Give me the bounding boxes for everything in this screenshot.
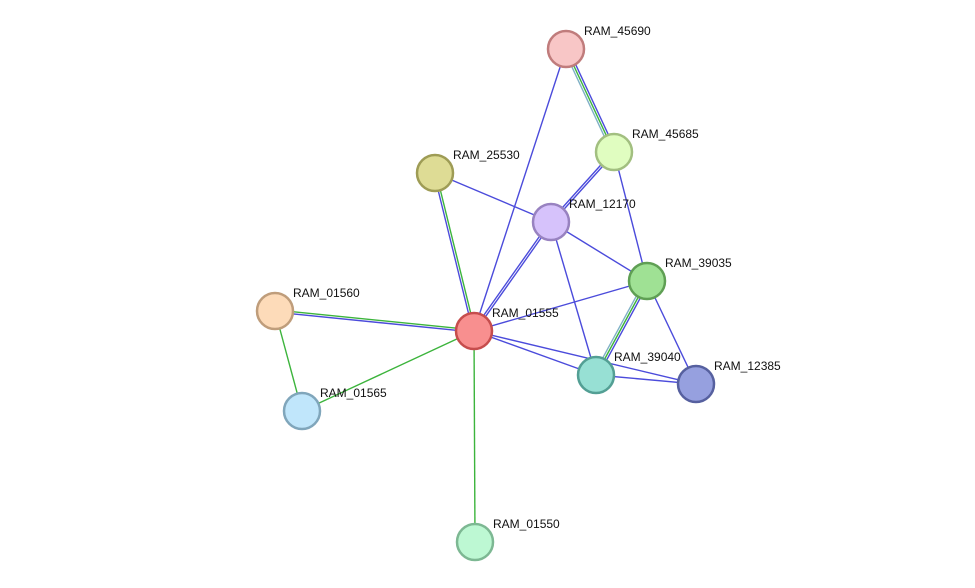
- node-label-ram-45685: RAM_45685: [632, 127, 699, 141]
- node-circle-ram-12385[interactable]: [676, 364, 716, 404]
- edge-line: [473, 330, 476, 543]
- edge-line: [472, 220, 551, 331]
- node-label-ram-25530: RAM_25530: [453, 148, 520, 162]
- node-label-ram-39035: RAM_39035: [665, 256, 732, 270]
- edge-line: [435, 172, 476, 331]
- node-circle-ram-39035[interactable]: [627, 261, 667, 301]
- node-ram-45685[interactable]: RAM_45685: [594, 127, 699, 172]
- edge-line: [434, 172, 552, 223]
- node-label-ram-01550: RAM_01550: [493, 517, 560, 531]
- node-ram-12170[interactable]: RAM_12170: [531, 197, 636, 242]
- edge-line: [473, 280, 648, 332]
- node-circle-ram-45690[interactable]: [546, 29, 586, 69]
- node-label-ram-39040: RAM_39040: [614, 350, 681, 364]
- edge-line: [473, 330, 597, 376]
- node-ram-01550[interactable]: RAM_01550: [455, 517, 560, 562]
- node-label-ram-12170: RAM_12170: [569, 197, 636, 211]
- nodes-layer: RAM_01555 RAM_45690RAM_45685RAM_25530RAM_…: [255, 24, 781, 562]
- edge-ram-12170-ram-01555[interactable]: [472, 220, 553, 333]
- node-ram-12385[interactable]: RAM_12385: [676, 359, 781, 404]
- edge-line: [613, 151, 648, 282]
- edge-ram-01560-ram-01555[interactable]: [274, 309, 475, 333]
- node-ram-39040[interactable]: RAM_39040: [576, 350, 681, 395]
- edge-ram-39035-ram-01555[interactable]: [473, 280, 648, 332]
- node-ram-39035[interactable]: RAM_39035: [627, 256, 732, 301]
- node-label-ram-01560: RAM_01560: [293, 286, 360, 300]
- node-circle-ram-45685[interactable]: [594, 132, 634, 172]
- edge-ram-01555-ram-12385[interactable]: [473, 330, 697, 385]
- edge-ram-01555-ram-39040[interactable]: [473, 330, 597, 376]
- edge-line: [275, 309, 475, 331]
- node-circle-ram-39040[interactable]: [576, 355, 616, 395]
- node-label-ram-01555: RAM_01555: [492, 306, 559, 320]
- node-label-ram-01565: RAM_01565: [320, 386, 387, 400]
- node-ram-01555[interactable]: RAM_01555: [454, 306, 559, 351]
- edge-line: [474, 222, 553, 333]
- edge-ram-01555-ram-01550[interactable]: [473, 330, 476, 543]
- edge-ram-01565-ram-01555[interactable]: [301, 330, 475, 412]
- node-circle-ram-01560[interactable]: [255, 291, 295, 331]
- node-circle-ram-01550[interactable]: [455, 522, 495, 562]
- edge-line: [473, 330, 697, 385]
- edge-ram-12170-ram-39040[interactable]: [550, 221, 597, 376]
- node-ram-01560[interactable]: RAM_01560: [255, 286, 360, 331]
- edge-line: [274, 311, 474, 333]
- edge-ram-45690-ram-01555[interactable]: [473, 48, 567, 332]
- edge-ram-25530-ram-01555[interactable]: [433, 172, 476, 332]
- node-ram-01565[interactable]: RAM_01565: [282, 386, 387, 431]
- node-ram-45690[interactable]: RAM_45690: [546, 24, 651, 69]
- node-label-ram-12385: RAM_12385: [714, 359, 781, 373]
- node-label-ram-45690: RAM_45690: [584, 24, 651, 38]
- node-circle-ram-01555[interactable]: [454, 311, 494, 351]
- edge-line: [473, 48, 567, 332]
- node-circle-ram-01565[interactable]: [282, 391, 322, 431]
- edge-line: [433, 173, 474, 332]
- edge-line: [550, 221, 597, 376]
- edge-line: [301, 330, 475, 412]
- node-circle-ram-12170[interactable]: [531, 202, 571, 242]
- node-ram-25530[interactable]: RAM_25530: [415, 148, 520, 193]
- edge-ram-25530-ram-12170[interactable]: [434, 172, 552, 223]
- node-circle-ram-25530[interactable]: [415, 153, 455, 193]
- edge-ram-45685-ram-39035[interactable]: [613, 151, 648, 282]
